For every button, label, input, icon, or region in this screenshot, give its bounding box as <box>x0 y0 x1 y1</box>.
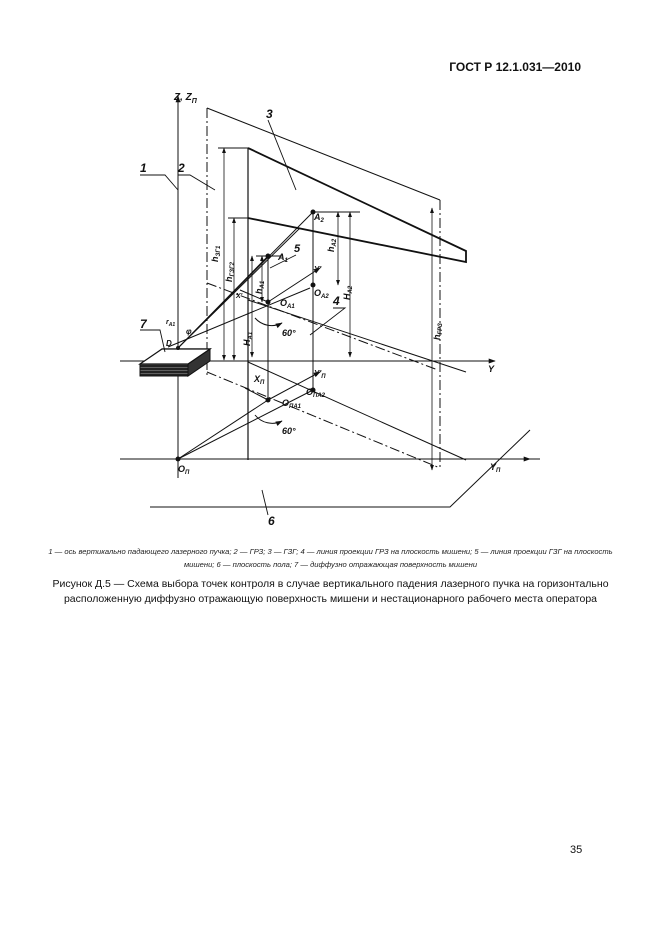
callout-2: 2 <box>177 161 185 175</box>
H-a2-label: HA2 <box>342 285 354 300</box>
h-zg1-label: hЗГ1 <box>210 245 222 262</box>
callout-3: 3 <box>266 107 273 121</box>
point-opa1-label: OПА1 <box>282 398 302 410</box>
grz-projection-line <box>206 282 439 371</box>
axis-yp-label: YП <box>490 462 501 474</box>
point-a2-label: A2 <box>313 212 325 224</box>
angle-60-lower: 60° <box>282 426 296 436</box>
point-opa2-label: OПА2 <box>306 387 326 399</box>
point-oa1-label: OA1 <box>280 298 295 310</box>
floor-plane <box>150 429 531 508</box>
h-grz-label: hГРЗ <box>432 323 444 340</box>
angle-60-upper: 60° <box>282 328 296 338</box>
axis-y-prime-label: Y' <box>314 265 322 274</box>
point-a1-label: A1 <box>277 252 289 264</box>
h-a2-label: hA2 <box>326 238 338 252</box>
point-d-label: D <box>166 339 172 348</box>
callout-6: 6 <box>268 514 275 528</box>
point-op-label: OП <box>178 464 190 476</box>
gzg-projection-line <box>247 299 467 373</box>
standard-header: ГОСТ Р 12.1.031—2010 <box>449 60 581 74</box>
axis-xp-label: XП <box>253 374 265 386</box>
axis-y-label: Y <box>488 364 495 374</box>
H-a1-label: HA1 <box>242 331 254 346</box>
technical-diagram: Z, ZП 1 2 3 4 5 6 7 A2 A1 OA1 OA2 OПА1 O… <box>120 92 540 528</box>
callout-5: 5 <box>294 243 301 255</box>
callout-4: 4 <box>332 294 340 308</box>
page-number: 35 <box>570 844 583 856</box>
figure-caption: Рисунок Д.5 — Схема выбора точек контрол… <box>52 578 609 605</box>
point-oa2-label: OA2 <box>314 288 329 300</box>
h-a1-label: hA1 <box>254 280 266 294</box>
axis-yp-prime-label: Y'П <box>314 369 326 380</box>
z-axis-label: Z, ZП <box>173 92 198 105</box>
h-gzg2-label: hГЗГ2 <box>224 261 236 282</box>
target-block <box>138 348 212 377</box>
gzg-panel <box>247 147 467 264</box>
phi-label: φ <box>186 327 192 336</box>
figure-legend: 1 — ось вертикально падающего лазерного … <box>48 547 613 569</box>
callout-7: 7 <box>140 317 148 331</box>
callout-1: 1 <box>140 161 147 175</box>
x-prime-label: X' <box>235 293 243 300</box>
r-a1-label: rA1 <box>166 319 175 328</box>
